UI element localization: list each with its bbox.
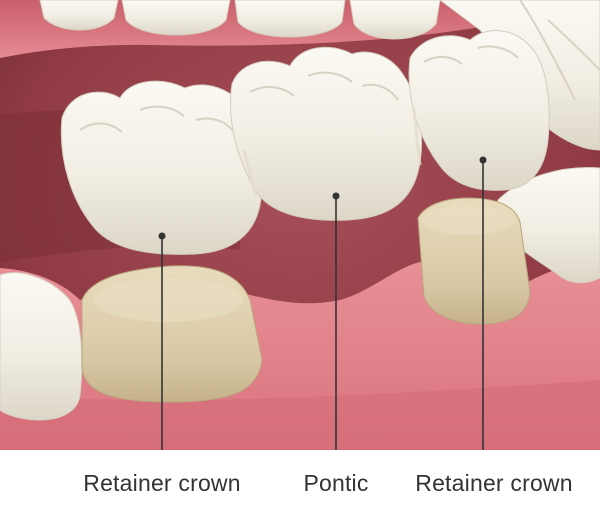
gum-lower-shade bbox=[0, 380, 600, 450]
leader-lines bbox=[158, 156, 487, 450]
label-retainer-crown-right: Retainer crown bbox=[415, 470, 573, 496]
leader-dot-right bbox=[479, 156, 487, 164]
abutment-left bbox=[81, 265, 263, 403]
label-pontic: Pontic bbox=[303, 470, 369, 496]
abutment-right bbox=[417, 197, 531, 325]
right-retainer-crown bbox=[408, 30, 550, 191]
label-retainer-crown-left: Retainer crown bbox=[83, 470, 241, 496]
dental-bridge-illustration bbox=[0, 0, 600, 450]
leader-dot-left bbox=[158, 232, 166, 240]
leader-dot-middle bbox=[332, 192, 340, 200]
dental-bridge bbox=[60, 30, 550, 255]
neighbor-tooth-left bbox=[0, 272, 83, 421]
